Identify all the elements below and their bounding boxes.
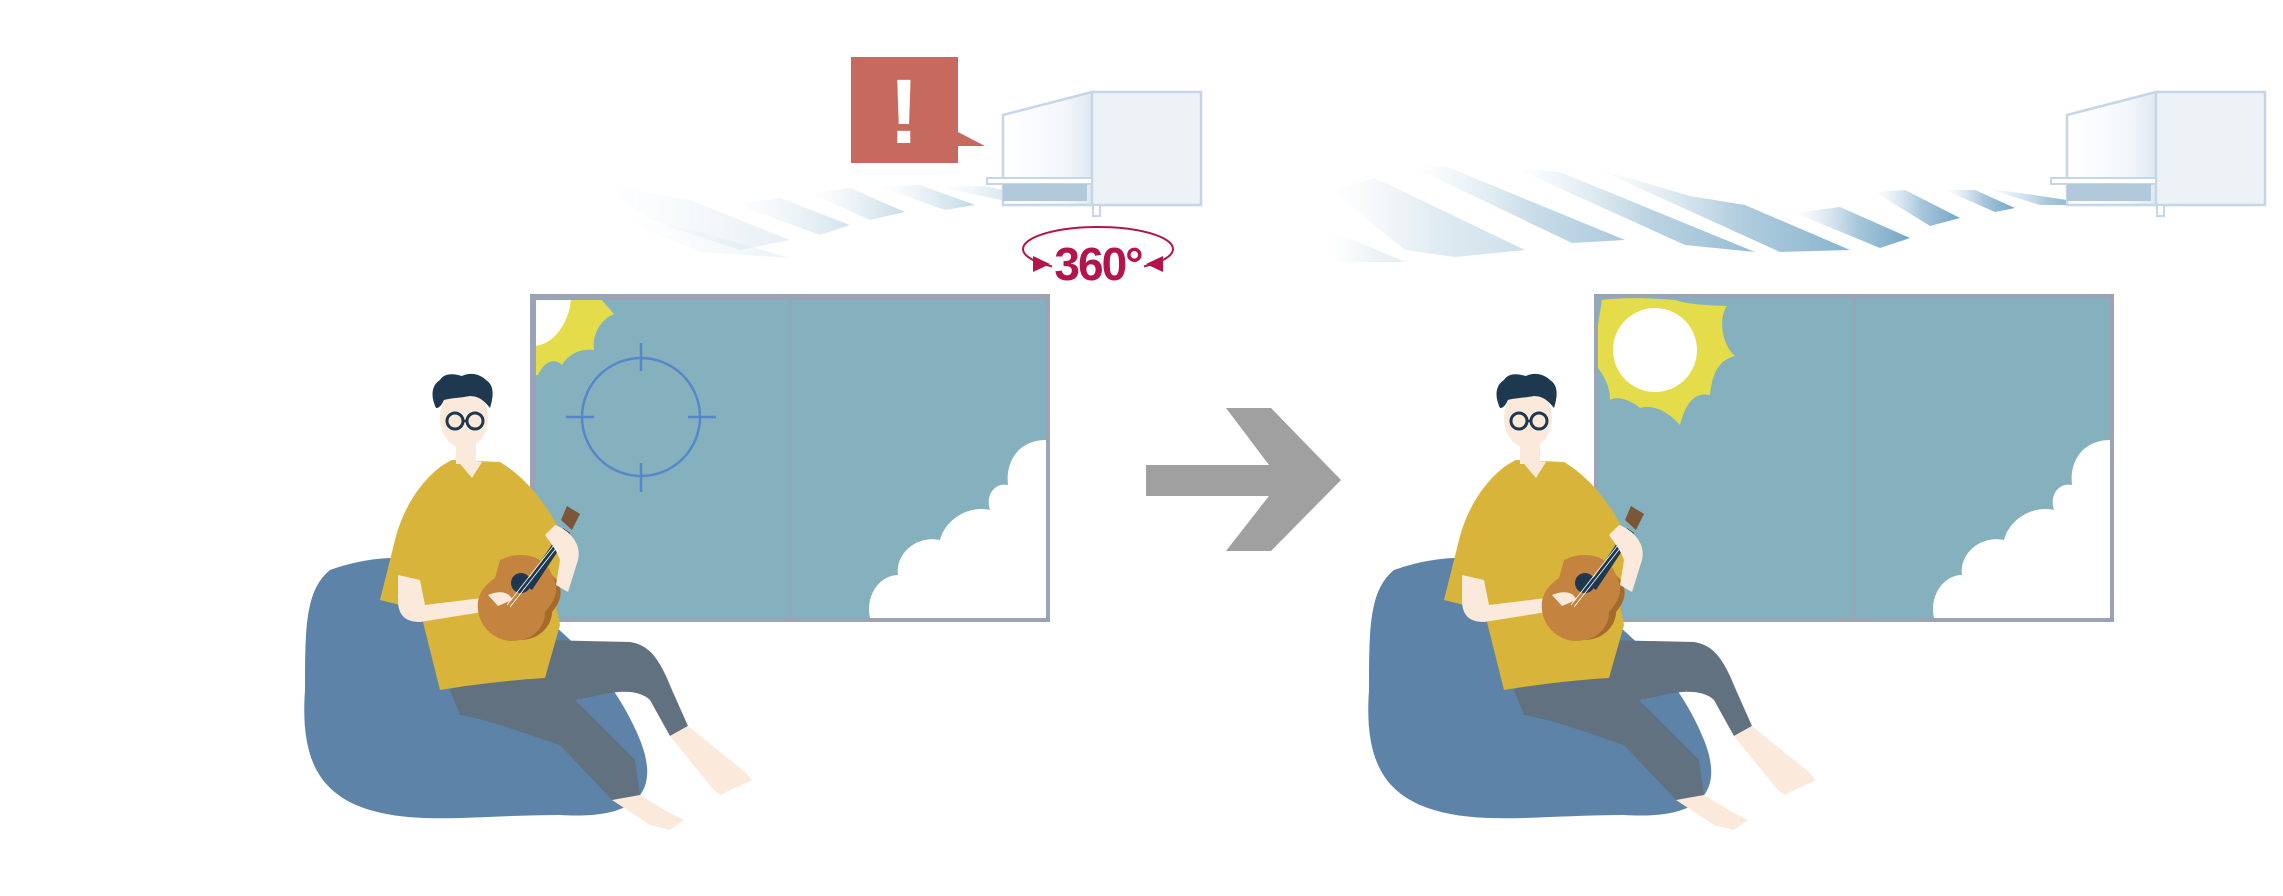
sun-partial [532,296,1048,620]
ac-unit-before [985,90,1203,218]
warning-badge: ! [851,57,985,163]
after-panel [1330,90,2267,832]
airflow-weak [600,185,1050,258]
sun-full [1598,298,1735,425]
airflow-directed [1330,166,2100,262]
rotation-label: 360° [1054,238,1142,290]
window-after [1592,292,2116,624]
ac-unit-after [2049,90,2267,218]
crosshair-icon [566,343,716,492]
before-panel: ! 360° [302,57,1203,832]
arrow-right-icon [1146,408,1341,551]
exclamation-icon: ! [889,61,920,163]
window-before [528,292,1052,624]
rotate-360-icon: 360° [1022,226,1174,290]
